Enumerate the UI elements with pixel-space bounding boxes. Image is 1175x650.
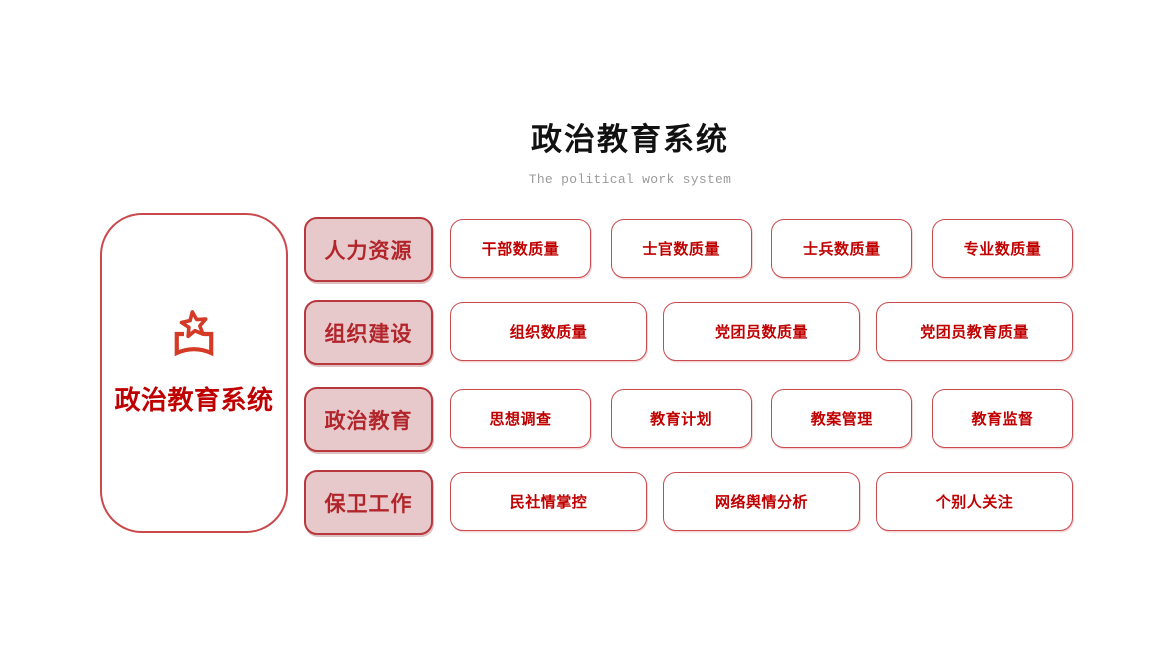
item-node: 教案管理 bbox=[771, 389, 913, 448]
star-emblem-icon bbox=[174, 310, 214, 357]
category-label: 保卫工作 bbox=[324, 492, 413, 516]
item-label: 干部数质量 bbox=[481, 241, 560, 258]
item-label: 网络舆情分析 bbox=[714, 494, 808, 511]
category-label: 人力资源 bbox=[324, 239, 413, 263]
page-subtitle: The political work system bbox=[528, 172, 732, 187]
root-node: 政治教育系统 bbox=[100, 213, 288, 533]
item-label: 士兵数质量 bbox=[803, 241, 881, 258]
item-label: 组织数质量 bbox=[509, 324, 588, 341]
item-node: 组织数质量 bbox=[450, 302, 647, 361]
item-label: 教案管理 bbox=[810, 411, 873, 428]
item-row-political-education: 思想调查 教育计划 教案管理 教育监督 bbox=[450, 389, 1073, 448]
item-label: 个别人关注 bbox=[935, 494, 1014, 511]
item-label: 思想调查 bbox=[489, 411, 552, 428]
category-label: 组织建设 bbox=[324, 322, 413, 346]
item-node: 个别人关注 bbox=[876, 472, 1073, 531]
category-label: 政治教育 bbox=[324, 409, 413, 433]
item-label: 党团员数质量 bbox=[714, 324, 808, 341]
item-label: 党团员教育质量 bbox=[920, 324, 1029, 341]
item-row-human-resources: 干部数质量 士官数质量 士兵数质量 专业数质量 bbox=[450, 219, 1073, 278]
item-node: 思想调查 bbox=[450, 389, 591, 448]
item-label: 教育监督 bbox=[971, 411, 1034, 428]
item-label: 士官数质量 bbox=[642, 241, 720, 258]
item-node: 党团员教育质量 bbox=[876, 302, 1073, 361]
item-node: 教育监督 bbox=[931, 389, 1073, 448]
item-label: 教育计划 bbox=[650, 411, 713, 428]
item-node: 网络舆情分析 bbox=[663, 472, 860, 531]
category-security-work: 保卫工作 bbox=[304, 470, 433, 535]
item-label: 民社情掌控 bbox=[509, 494, 588, 511]
category-human-resources: 人力资源 bbox=[304, 217, 433, 282]
item-node: 专业数质量 bbox=[931, 219, 1073, 278]
page-title: 政治教育系统 bbox=[531, 122, 729, 157]
item-node: 党团员数质量 bbox=[663, 302, 860, 361]
item-node: 士兵数质量 bbox=[771, 219, 913, 278]
item-node: 民社情掌控 bbox=[450, 472, 647, 531]
item-row-security-work: 民社情掌控 网络舆情分析 个别人关注 bbox=[450, 472, 1073, 531]
item-node: 教育计划 bbox=[610, 389, 752, 448]
category-political-education: 政治教育 bbox=[304, 387, 433, 452]
item-node: 干部数质量 bbox=[450, 219, 591, 278]
item-node: 士官数质量 bbox=[610, 219, 752, 278]
item-row-organization-building: 组织数质量 党团员数质量 党团员教育质量 bbox=[450, 302, 1073, 361]
item-label: 专业数质量 bbox=[963, 241, 1042, 258]
root-label: 政治教育系统 bbox=[114, 385, 274, 415]
category-organization-building: 组织建设 bbox=[304, 300, 433, 365]
